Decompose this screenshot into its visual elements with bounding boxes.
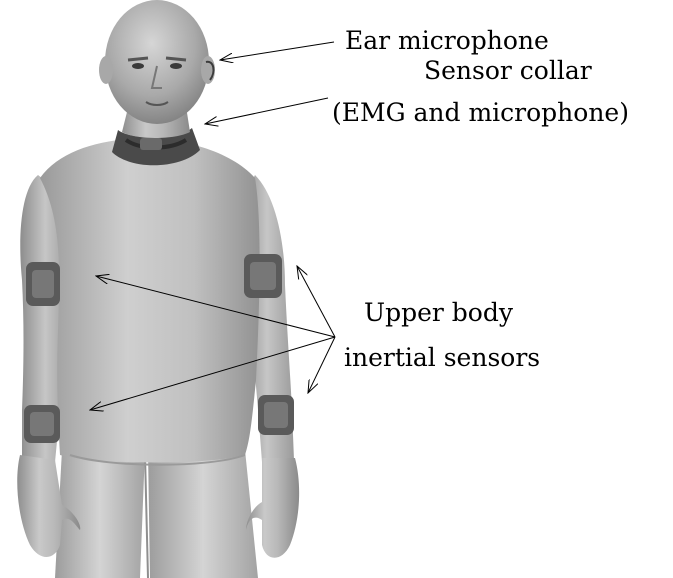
arrow-lower-right: [308, 337, 335, 393]
label-inertial-sensors: inertial sensors: [344, 345, 540, 370]
legs: [55, 450, 258, 578]
label-sensor-collar-detail: (EMG and microphone): [332, 100, 629, 125]
arrow-sensor-collar: [205, 98, 328, 124]
label-ear-microphone: Ear microphone: [345, 28, 549, 53]
head: [99, 0, 215, 124]
torso: [40, 138, 260, 465]
arrow-ear-microphone: [220, 42, 334, 60]
label-upper-body: Upper body: [364, 300, 513, 325]
arrow-upper-right: [297, 266, 335, 337]
label-sensor-collar: Sensor collar: [424, 58, 592, 83]
